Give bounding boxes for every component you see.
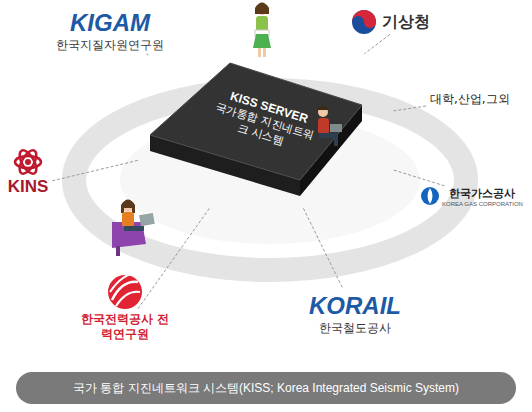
leader-line: [138, 207, 211, 309]
leader-line: [146, 54, 148, 55]
leader-line: [303, 207, 343, 288]
server-slab: [150, 63, 362, 196]
leader-line: [365, 34, 390, 53]
agency-node: 한국가스공사KOREA GAS CORPORATION: [442, 187, 523, 208]
node-title: 대학,산업,그외: [430, 92, 510, 107]
agency-node: 한국전력공사 전력연구원: [80, 312, 170, 342]
node-title: KINS: [8, 176, 49, 197]
node-subtitle: KOREA GAS CORPORATION: [442, 201, 523, 209]
node-title: 기상청: [382, 12, 430, 32]
leader-line: [392, 169, 445, 185]
node-title: KIGAM: [56, 8, 164, 38]
agency-node: KIGAM한국지질자원연구원: [56, 8, 164, 53]
woman-figure: [253, 3, 271, 58]
node-title: KORAIL: [309, 291, 401, 321]
agency-node: KORAIL한국철도공사: [309, 291, 401, 336]
woman-laptop-figure: [112, 200, 155, 257]
caption-bar: 국가 통합 지진네트워크 시스템(KISS; Korea Integrated …: [16, 372, 516, 404]
kepco-logo: [108, 272, 142, 309]
agency-node: 대학,산업,그외: [430, 92, 510, 107]
ring: [74, 90, 466, 270]
leader-line: [392, 106, 426, 111]
node-subtitle: 한국지질자원연구원: [56, 38, 164, 53]
caption: 국가 통합 지진네트워크 시스템(KISS; Korea Integrated …: [73, 380, 459, 397]
node-title: 한국가스공사: [442, 187, 523, 201]
node-title: 한국전력공사 전력연구원: [80, 312, 170, 342]
kma-logo: [352, 10, 376, 34]
node-subtitle: 한국철도공사: [309, 321, 401, 336]
leader-line: [52, 160, 138, 181]
kins-logo: [15, 148, 41, 177]
agency-node: 기상청: [382, 12, 430, 32]
gas-logo: [421, 187, 439, 205]
man-figure: [316, 106, 342, 146]
server-label-group: KISS SERVER국가통합 지진네트워크 시스템: [207, 85, 323, 157]
agency-node: KINS: [8, 176, 49, 197]
server-node: KISS SERVER국가통합 지진네트워크 시스템: [140, 55, 390, 205]
